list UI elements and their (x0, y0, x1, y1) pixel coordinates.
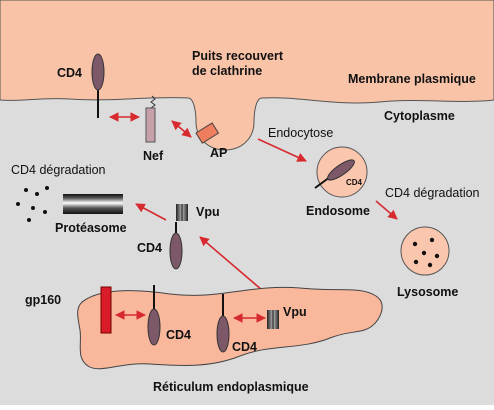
vpu-top-label: Vpu (196, 205, 220, 219)
proteasome-label: Protéasome (55, 221, 127, 235)
coated-pit-label-1: Puits recouvert (192, 49, 284, 63)
cd4-er-left-label: CD4 (166, 328, 191, 342)
nef-protein (145, 107, 156, 143)
endosome-cd4-label: CD4 (346, 178, 363, 187)
lysosome-particle (412, 241, 418, 247)
cd4-er-right-label: CD4 (232, 340, 257, 354)
nef-anchor (150, 95, 156, 109)
lysosome-label: Lysosome (397, 285, 458, 299)
lysosome-particle (421, 250, 427, 256)
cytoplasm-label: Cytoplasme (384, 109, 455, 123)
arrow-nef-ap (171, 120, 192, 138)
cd4-degradation-left-label: CD4 dégradation (11, 163, 106, 177)
arrow-endosome-lysosome (375, 200, 398, 220)
ap-protein (195, 122, 220, 144)
cd4-membrane-label: CD4 (57, 66, 82, 80)
cd4-degradation-right-label: CD4 dégradation (385, 186, 480, 200)
degraded-fragment (27, 218, 31, 222)
lysosome-particle (434, 253, 440, 259)
coated-pit-label-2: de clathrine (192, 64, 262, 78)
cd4-mid-protein (169, 232, 183, 270)
ap-label: AP (210, 146, 227, 160)
vpu-er-label: Vpu (283, 305, 307, 319)
arrow-endocytosis (257, 138, 307, 162)
degraded-fragment (45, 186, 49, 190)
cd4-er-right-protein (216, 315, 230, 353)
cd4-mid-label: CD4 (137, 241, 162, 255)
cd4-membrane-protein (91, 53, 105, 91)
er-label: Réticulum endoplasmique (153, 380, 309, 394)
gp160-protein (100, 286, 112, 334)
degraded-fragment (31, 206, 35, 210)
gp160-label: gp160 (25, 293, 61, 307)
cd4-er-left-protein (147, 308, 161, 346)
arrow-to-proteasome (135, 203, 167, 221)
nef-label: Nef (143, 149, 164, 163)
membrane-label: Membrane plasmique (348, 72, 476, 86)
degraded-fragment (16, 202, 20, 206)
proteasome (63, 194, 123, 214)
degraded-fragment (24, 188, 28, 192)
lysosome-vesicle (400, 226, 450, 276)
endocytosis-label: Endocytose (268, 126, 333, 140)
endosome-label: Endosome (306, 204, 370, 218)
degraded-fragment (43, 210, 47, 214)
lysosome-particle (429, 237, 435, 243)
degraded-fragment (35, 192, 39, 196)
endosome-cd4-protein (327, 159, 355, 181)
lysosome-particle (413, 259, 419, 265)
lysosome-particle (427, 262, 433, 268)
